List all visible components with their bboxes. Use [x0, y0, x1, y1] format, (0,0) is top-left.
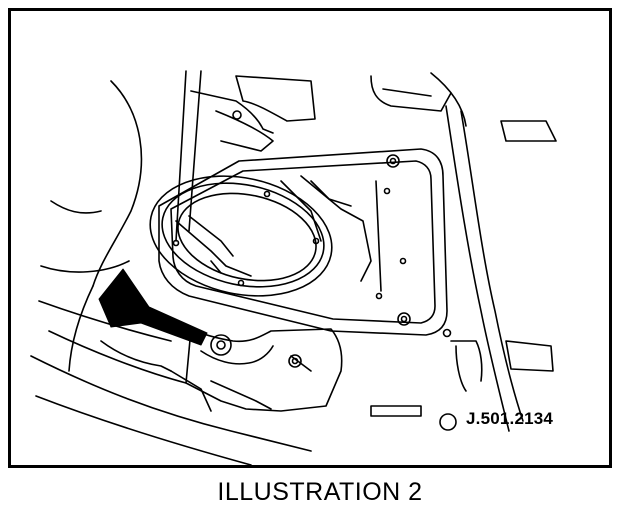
- lower-bracket: [170, 328, 343, 412]
- door-panel-drawing: [30, 70, 557, 465]
- speaker-frame: [158, 148, 448, 336]
- reference-code: J.501.2134: [466, 409, 554, 428]
- door-trim-outline: [30, 70, 312, 465]
- speaker-ring: [149, 175, 333, 297]
- fixing-screw-highlighted: [210, 334, 232, 356]
- right-panel-edges: [370, 105, 557, 432]
- illustration-frame: J.501.2134: [8, 8, 612, 468]
- illustration-caption: ILLUSTRATION 2: [217, 478, 423, 506]
- pointer-arrow: [98, 268, 208, 346]
- upper-bracket: [190, 72, 467, 152]
- fixing-screw-lower: [288, 354, 302, 368]
- reference-marker-circle: [439, 413, 457, 431]
